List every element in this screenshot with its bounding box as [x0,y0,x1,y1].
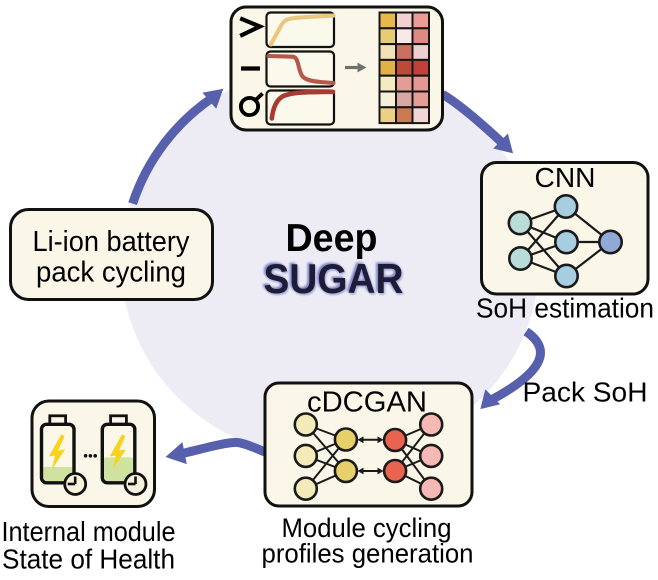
svg-text:cDCGAN: cDCGAN [307,387,427,419]
svg-text:SUGAR: SUGAR [264,255,404,302]
svg-text:CNN: CNN [535,162,596,193]
svg-text:Module cycling: Module cycling [282,513,452,543]
svg-text:Internal module: Internal module [2,516,176,547]
svg-text:Li-ion battery: Li-ion battery [33,226,191,258]
svg-text:SUGAR: SUGAR [265,257,405,304]
svg-text:SUGAR: SUGAR [262,254,402,301]
svg-text:Deep: Deep [286,217,378,260]
svg-text:SoH estimation: SoH estimation [476,293,654,324]
svg-text:Pack SoH: Pack SoH [523,377,648,408]
svg-text:profiles generation: profiles generation [262,539,474,569]
svg-text:pack cycling: pack cycling [36,257,186,289]
svg-text:State of Health: State of Health [2,544,175,575]
